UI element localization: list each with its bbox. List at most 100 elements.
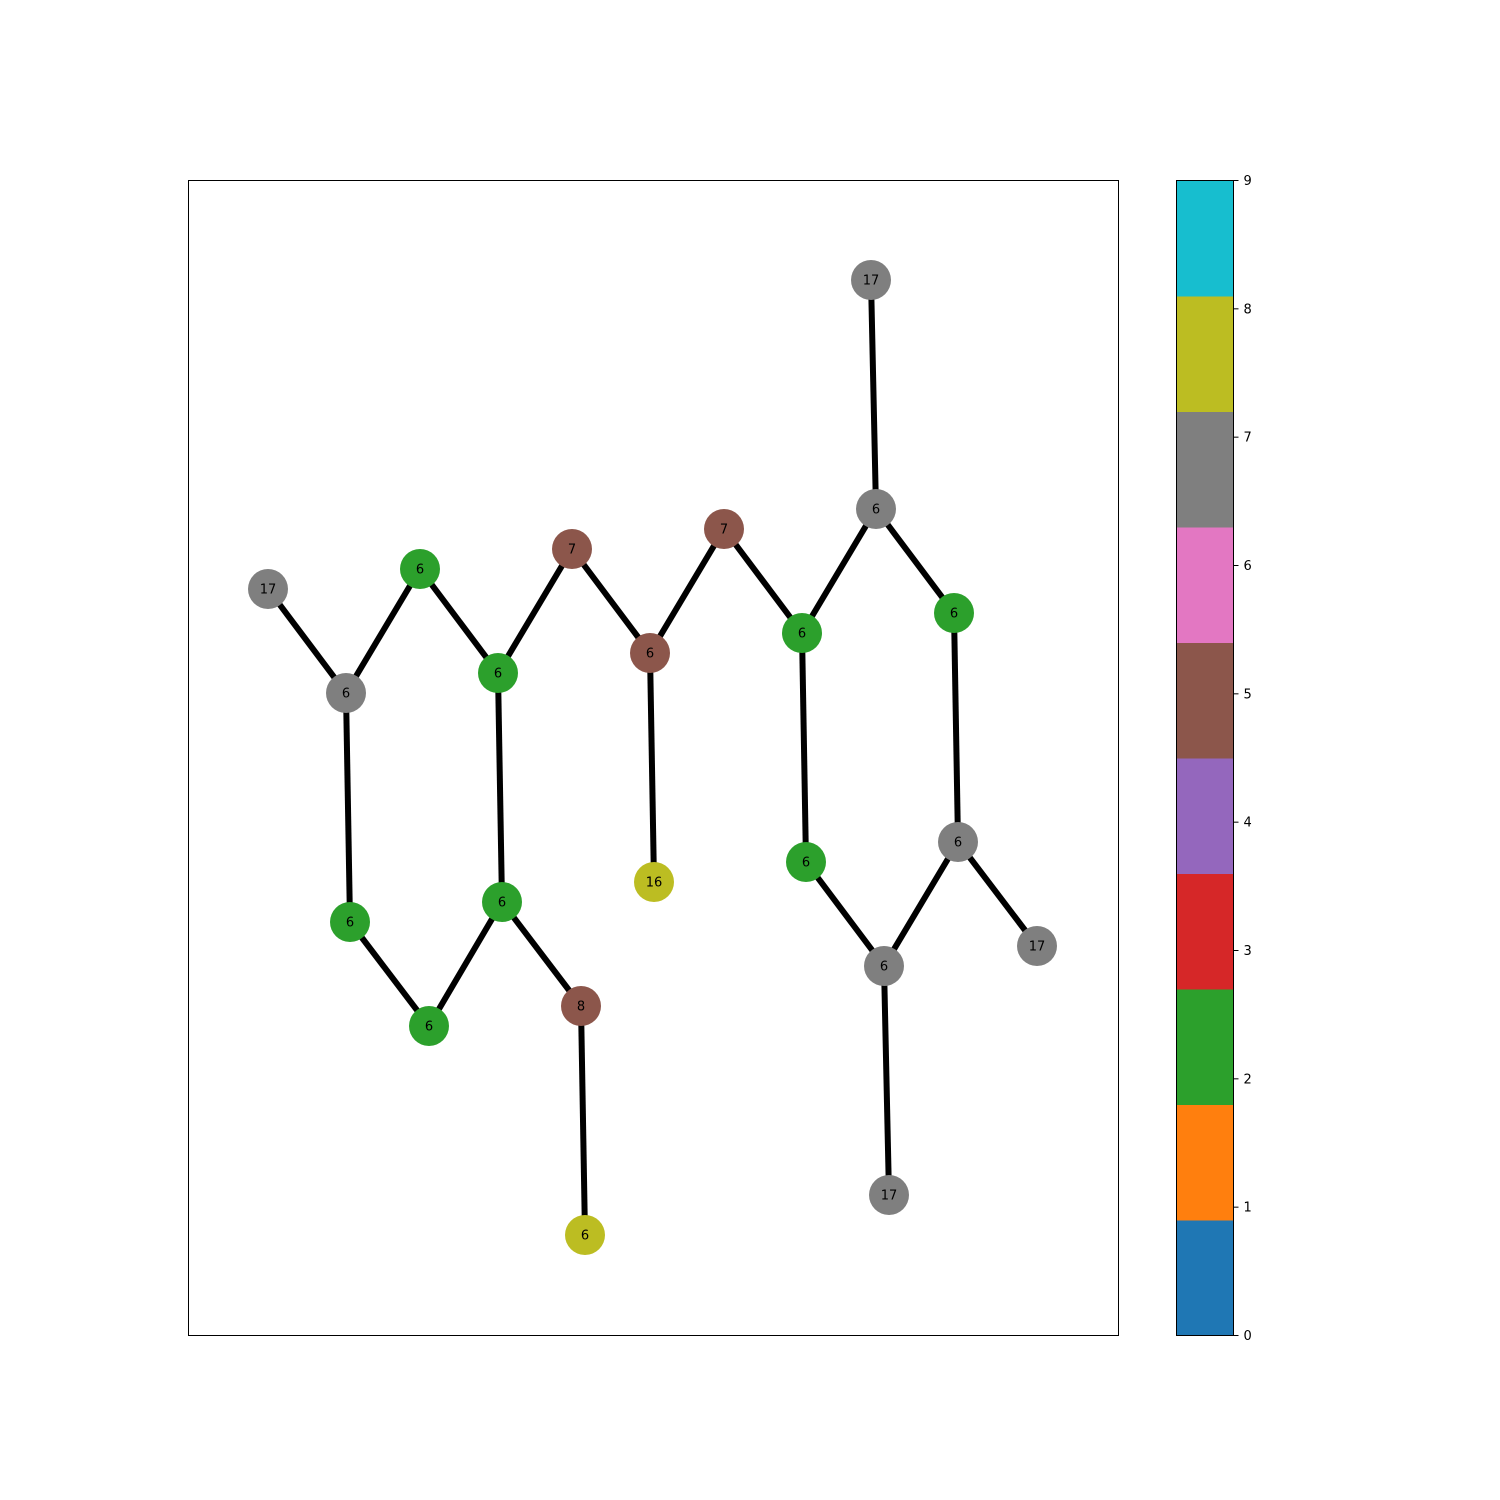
graph-node: 17 bbox=[248, 569, 288, 609]
colorbar-segment bbox=[1176, 873, 1234, 990]
graph-node: 7 bbox=[552, 529, 592, 569]
graph-edge bbox=[426, 900, 505, 1028]
colorbar-segment bbox=[1176, 296, 1234, 412]
graph-node-marker bbox=[856, 489, 896, 529]
graph-node-marker bbox=[409, 1006, 449, 1046]
graph-edge bbox=[721, 527, 805, 635]
graph-node-marker bbox=[326, 673, 366, 713]
graph-node: 16 bbox=[634, 862, 674, 902]
graph-node-label: 8 bbox=[577, 1000, 585, 1015]
graph-edge bbox=[803, 860, 887, 968]
graph-edge bbox=[417, 567, 501, 675]
graph-node: 6 bbox=[330, 902, 370, 942]
graph-node-marker bbox=[248, 569, 288, 609]
graph-node-label: 6 bbox=[425, 1020, 433, 1035]
graph-node-marker bbox=[552, 529, 592, 569]
graph-node: 6 bbox=[565, 1215, 605, 1255]
colorbar-tick-label: 5 bbox=[1244, 687, 1252, 702]
colorbar-segment bbox=[1176, 180, 1234, 297]
graph-node-label: 6 bbox=[581, 1229, 589, 1244]
colorbar-segment bbox=[1176, 527, 1234, 643]
graph-node-label: 6 bbox=[802, 856, 810, 871]
colorbar-tick-label: 1 bbox=[1244, 1201, 1252, 1216]
graph-node-label: 16 bbox=[646, 876, 663, 891]
graph-node: 6 bbox=[856, 489, 896, 529]
graph-node-marker bbox=[630, 633, 670, 673]
graph-edge bbox=[265, 587, 349, 695]
graph-node-label: 6 bbox=[798, 627, 806, 642]
graph-node-label: 6 bbox=[646, 647, 654, 662]
graph-node: 6 bbox=[938, 822, 978, 862]
colorbar-tick-label: 9 bbox=[1244, 174, 1252, 189]
graph-node: 6 bbox=[400, 549, 440, 589]
graph-node: 7 bbox=[704, 509, 744, 549]
graph-edge bbox=[647, 652, 657, 883]
graph-node-marker bbox=[869, 1175, 909, 1215]
graph-node-marker bbox=[478, 653, 518, 693]
graph-edges bbox=[265, 279, 1040, 1236]
graph-node-marker bbox=[1017, 926, 1057, 966]
graph-node: 6 bbox=[786, 842, 826, 882]
graph-edge bbox=[868, 279, 879, 510]
colorbar-segment bbox=[1176, 1104, 1234, 1221]
plot-frame bbox=[188, 180, 1119, 1336]
graph-node-marker bbox=[864, 946, 904, 986]
graph-node-marker bbox=[786, 842, 826, 882]
graph-node: 6 bbox=[864, 946, 904, 986]
graph-edge bbox=[951, 612, 961, 843]
graph-edge bbox=[343, 567, 423, 695]
graph-node-label: 17 bbox=[881, 1189, 898, 1204]
colorbar-segment bbox=[1176, 1220, 1234, 1336]
colorbar-segment bbox=[1176, 411, 1234, 528]
graph-edge bbox=[495, 547, 575, 675]
graph-edge bbox=[495, 672, 505, 903]
graph-node-marker bbox=[782, 613, 822, 653]
graph-edge bbox=[881, 965, 892, 1196]
graph-node: 6 bbox=[782, 613, 822, 653]
colorbar-segments bbox=[1176, 180, 1234, 1336]
graph-node: 17 bbox=[869, 1175, 909, 1215]
colorbar-segment bbox=[1176, 642, 1234, 759]
graph-node-label: 6 bbox=[954, 836, 962, 851]
graph-node-marker bbox=[565, 1215, 605, 1255]
graph-node-label: 6 bbox=[494, 667, 502, 682]
graph-node-label: 17 bbox=[863, 274, 880, 289]
graph-node: 6 bbox=[478, 653, 518, 693]
graph-node: 17 bbox=[1017, 926, 1057, 966]
graph-node: 6 bbox=[409, 1006, 449, 1046]
graph-node-marker bbox=[934, 593, 974, 633]
graph-edge bbox=[647, 527, 727, 655]
colorbar-tick-label: 7 bbox=[1244, 431, 1252, 446]
graph-node-label: 7 bbox=[720, 523, 728, 538]
graph-edge bbox=[799, 632, 809, 863]
graph-edge bbox=[569, 547, 653, 655]
colorbar-segment bbox=[1176, 758, 1234, 874]
graph-node-marker bbox=[634, 862, 674, 902]
graph-edge bbox=[499, 900, 584, 1008]
graph-node-marker bbox=[704, 509, 744, 549]
graph-edge bbox=[799, 507, 879, 635]
graph-node-marker bbox=[561, 986, 601, 1026]
graph-node-label: 6 bbox=[342, 687, 350, 702]
graph-node-label: 6 bbox=[346, 916, 354, 931]
graph-node-marker bbox=[330, 902, 370, 942]
graph-node-label: 7 bbox=[568, 543, 576, 558]
graph-edge bbox=[347, 920, 432, 1028]
graph-edge bbox=[873, 507, 957, 615]
graph-edge bbox=[955, 840, 1040, 948]
colorbar-tick-label: 2 bbox=[1244, 1072, 1252, 1087]
colorbar-tick-label: 4 bbox=[1244, 816, 1252, 831]
colorbar-tick-label: 3 bbox=[1244, 944, 1252, 959]
graph-edge bbox=[881, 840, 961, 968]
graph-edge bbox=[343, 692, 353, 923]
graph-node: 6 bbox=[630, 633, 670, 673]
graph-node-label: 6 bbox=[872, 503, 880, 518]
graph-node-marker bbox=[482, 882, 522, 922]
colorbar-tick-label: 0 bbox=[1244, 1329, 1252, 1344]
